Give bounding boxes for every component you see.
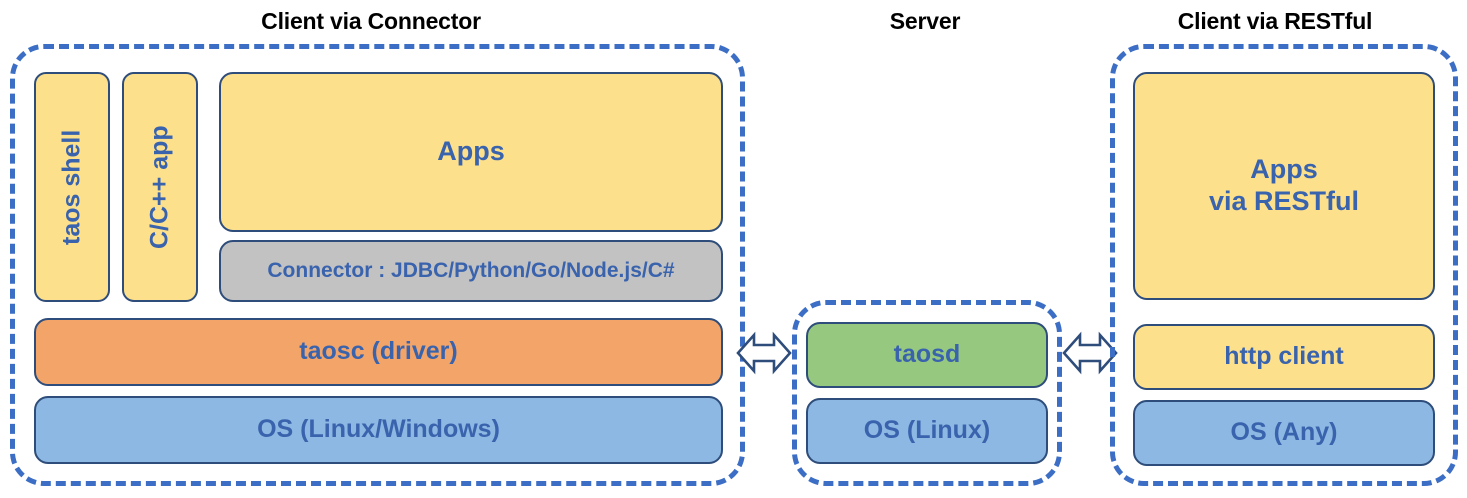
box-taos-shell[interactable]: taos shell xyxy=(34,72,110,302)
panel-client-connector xyxy=(10,44,745,486)
box-taosc-driver[interactable]: taosc (driver) xyxy=(34,318,723,386)
double-arrow-horizontal-icon xyxy=(1062,331,1118,375)
box-apps[interactable]: Apps xyxy=(219,72,723,232)
box-connector[interactable]: Connector : JDBC/Python/Go/Node.js/C# xyxy=(219,240,723,302)
double-arrow-horizontal-icon xyxy=(736,331,792,375)
panel-title-client-connector: Client via Connector xyxy=(261,8,481,34)
panel-server xyxy=(792,300,1062,486)
panel-title-client-restful: Client via RESTful xyxy=(1177,8,1373,34)
panel-client-restful xyxy=(1110,44,1458,486)
panel-title-server: Server xyxy=(889,8,961,34)
box-http-client[interactable]: http client xyxy=(1133,324,1435,390)
box-os-any[interactable]: OS (Any) xyxy=(1133,400,1435,466)
connector-left xyxy=(736,327,792,379)
connector-right xyxy=(1062,327,1118,379)
box-os-server[interactable]: OS (Linux) xyxy=(806,398,1048,464)
box-c-cpp-app[interactable]: C/C++ app xyxy=(122,72,198,302)
box-os-client-connector[interactable]: OS (Linux/Windows) xyxy=(34,396,723,464)
box-apps-via-restful[interactable]: Apps via RESTful xyxy=(1133,72,1435,300)
box-taosd[interactable]: taosd xyxy=(806,322,1048,388)
